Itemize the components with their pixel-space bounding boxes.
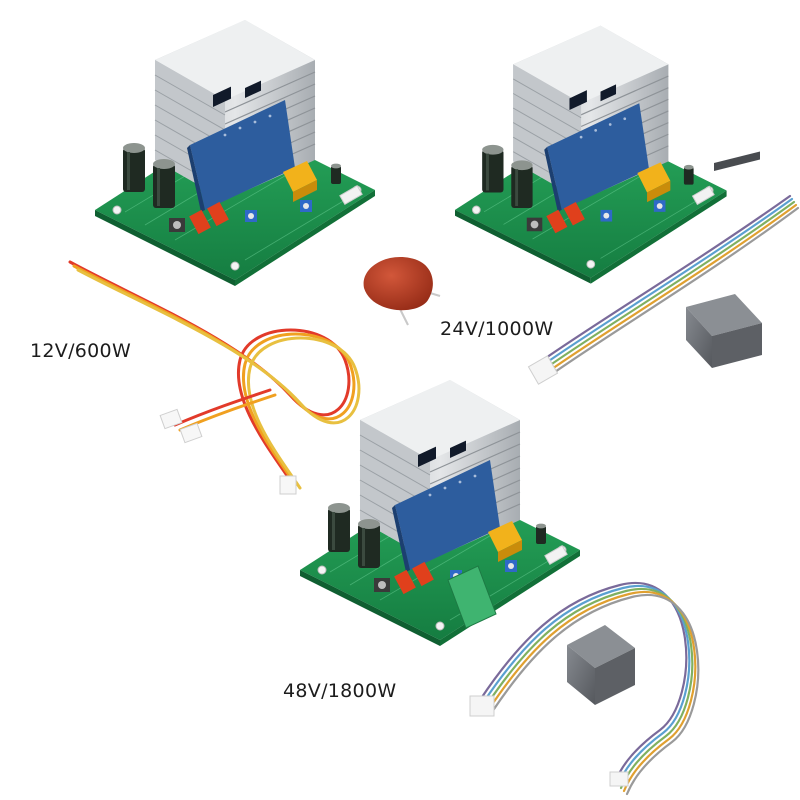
board-label-48v: 48V/1800W — [283, 680, 397, 702]
jst-connector-cable — [478, 581, 700, 796]
jst-connector-cable — [68, 260, 361, 490]
board-label-24v: 24V/1000W — [440, 318, 554, 340]
jst-connector — [527, 355, 559, 385]
ferrite-clamp-icon — [686, 151, 762, 368]
ferrite-clamp-icon — [567, 625, 635, 705]
jst-connector-cable — [538, 194, 800, 376]
jst-connector — [159, 408, 297, 495]
inverter-board-12v — [94, 19, 376, 287]
jst-connector — [469, 695, 629, 787]
inverter-board-24v — [454, 25, 728, 285]
board-label-12v: 12V/600W — [30, 340, 132, 362]
film-capacitor-icon — [363, 257, 441, 326]
inverter-board-48v — [299, 379, 581, 647]
